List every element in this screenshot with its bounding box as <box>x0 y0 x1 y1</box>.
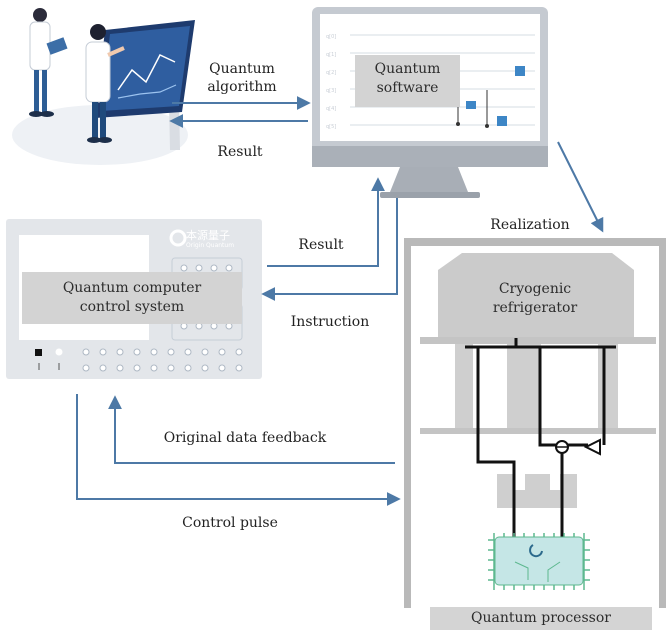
svg-text:q[3]: q[3] <box>326 88 336 94</box>
cryogenic-line1: Cryogenic <box>498 281 572 297</box>
quantum-algorithm-label: Quantum algorithm <box>192 60 292 96</box>
feedback-arrow <box>108 395 395 464</box>
control-pulse-arrow <box>76 394 401 506</box>
brand-label: 本源量子 Origin Quantum <box>186 229 256 250</box>
chip-icon <box>488 533 590 590</box>
svg-text:q[0]: q[0] <box>326 34 336 40</box>
control-system-label: Quantum computer control system <box>22 279 242 317</box>
scientists-illustration <box>12 8 195 165</box>
realization-arrow <box>557 141 604 233</box>
amplifier-icon <box>555 438 601 456</box>
realization-label: Realization <box>490 217 570 233</box>
brand-en: Origin Quantum <box>186 242 235 249</box>
quantum-algorithm-line1: Quantum <box>209 61 275 77</box>
control-system-line1: Quantum computer <box>62 280 202 296</box>
monitor-icon: q[0] q[1] q[2] q[3] q[4] q[5] <box>312 7 548 198</box>
dilution-frame-icon <box>404 238 666 630</box>
quantum-software-line2: software <box>376 80 439 96</box>
cryogenic-label: Cryogenic refrigerator <box>470 280 600 318</box>
original-feedback-label: Original data feedback <box>163 430 327 446</box>
instruction-label: Instruction <box>290 314 370 330</box>
quantum-software-line1: Quantum <box>374 61 441 77</box>
cryogenic-line2: refrigerator <box>492 300 578 316</box>
svg-text:q[1]: q[1] <box>326 52 336 58</box>
result-mid-label: Result <box>298 237 344 253</box>
quantum-algorithm-line2: algorithm <box>207 79 277 95</box>
svg-text:q[4]: q[4] <box>326 106 336 112</box>
svg-text:q[5]: q[5] <box>326 124 336 130</box>
control-pulse-label: Control pulse <box>182 515 278 531</box>
control-system-line2: control system <box>79 299 185 315</box>
result-mid-arrow <box>267 177 385 267</box>
control-box-icon <box>6 219 262 379</box>
quantum-software-label: Quantum software <box>355 60 460 98</box>
instruction-arrow <box>261 198 398 301</box>
brand-cn: 本源量子 <box>186 229 230 242</box>
svg-text:q[2]: q[2] <box>326 70 336 76</box>
result-top-label: Result <box>217 144 263 160</box>
quantum-processor-label: Quantum processor <box>471 610 611 626</box>
flow-arrows <box>76 96 604 506</box>
